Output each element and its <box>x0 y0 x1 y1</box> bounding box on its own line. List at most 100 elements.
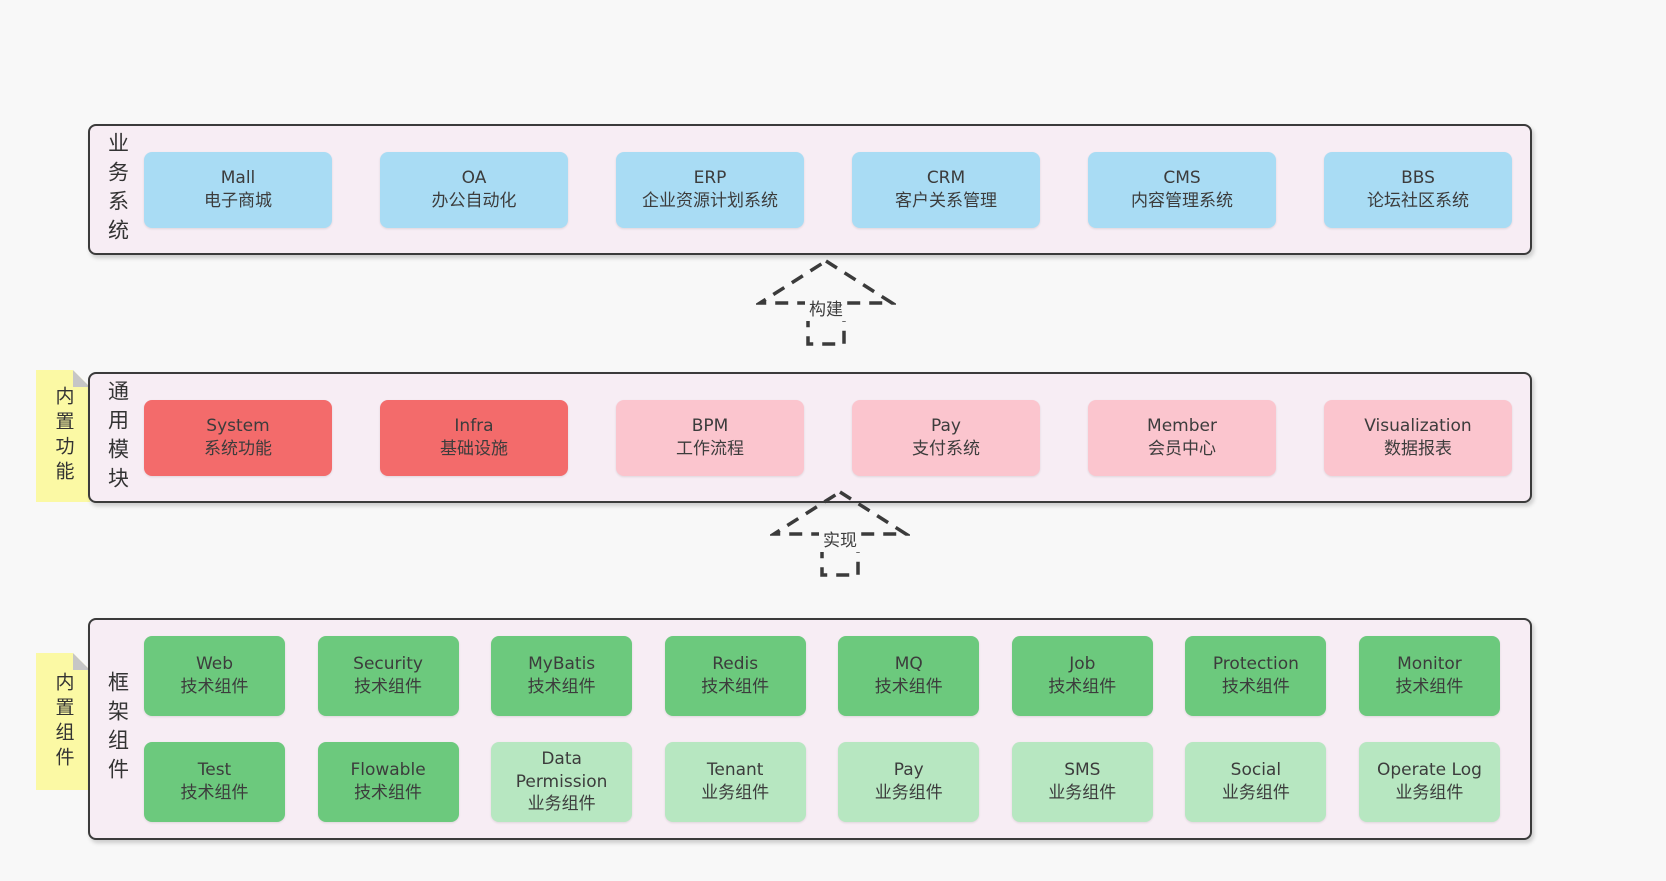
framework-row-2: Test 技术组件 Flowable 技术组件 Data Permission … <box>144 742 1500 822</box>
box-redis: Redis 技术组件 <box>664 636 806 716</box>
box-desc: 内容管理系统 <box>1131 190 1233 211</box>
box-desc: 技术组件 <box>354 783 423 803</box>
box-test: Test 技术组件 <box>144 742 285 822</box>
box-name: Test <box>197 760 232 781</box>
band-common-modules: 通用模块 System 系统功能 Infra 基础设施 BPM 工作流程 Pay… <box>88 372 1532 503</box>
band-business-systems: 业务系统 Mall 电子商城 OA 办公自动化 ERP 企业资源计划系统 CRM… <box>88 124 1532 255</box>
box-name: Infra <box>454 415 494 436</box>
box-flowable: Flowable 技术组件 <box>317 742 459 822</box>
box-desc: 技术组件 <box>180 783 249 803</box>
box-desc: 电子商城 <box>204 190 272 211</box>
box-protection: Protection 技术组件 <box>1185 636 1327 716</box>
box-desc: 业务组件 <box>874 783 943 803</box>
box-desc: 办公自动化 <box>431 190 517 211</box>
box-name: ERP <box>693 167 727 188</box>
box-name: Member <box>1147 415 1217 436</box>
box-name: Operate Log <box>1376 760 1482 781</box>
band-label-business: 业务系统 <box>90 126 144 253</box>
box-name: MQ <box>894 654 923 675</box>
up-arrow-icon <box>756 258 896 346</box>
box-name: Security <box>353 654 423 675</box>
box-monitor: Monitor 技术组件 <box>1358 636 1500 716</box>
box-desc: 基础设施 <box>440 438 508 459</box>
box-name: Pay <box>931 415 961 436</box>
framework-row-1: Web 技术组件 Security 技术组件 MyBatis 技术组件 Redi… <box>144 636 1500 716</box>
box-desc: 企业资源计划系统 <box>642 190 778 211</box>
arrow-label: 实现 <box>819 525 861 552</box>
box-name: Flowable <box>350 760 426 781</box>
box-pay-system: Pay 支付系统 <box>852 399 1040 476</box>
box-infra: Infra 基础设施 <box>380 399 568 476</box>
box-social: Social 业务组件 <box>1185 742 1327 822</box>
box-crm: CRM 客户关系管理 <box>852 151 1040 228</box>
box-name: Tenant <box>706 760 764 781</box>
box-mybatis: MyBatis 技术组件 <box>491 636 633 716</box>
box-oa: OA 办公自动化 <box>380 151 568 228</box>
arrow-build: 构建 <box>756 256 896 348</box>
box-name: BBS <box>1401 167 1435 188</box>
arrow-label: 构建 <box>805 294 847 321</box>
framework-boxes-grid: Web 技术组件 Security 技术组件 MyBatis 技术组件 Redi… <box>144 620 1500 838</box>
box-name: SMS <box>1064 760 1101 781</box>
box-desc: 业务组件 <box>1221 783 1290 803</box>
sticky-note-builtin-components: 内置组件 <box>36 653 90 790</box>
box-desc: 业务组件 <box>1048 783 1117 803</box>
box-desc: 技术组件 <box>701 677 770 697</box>
box-erp: ERP 企业资源计划系统 <box>616 151 804 228</box>
box-name: Mall <box>220 167 256 188</box>
box-data-permission: Data Permission 业务组件 <box>491 742 633 822</box>
box-name: BPM <box>691 415 729 436</box>
box-desc: 会员中心 <box>1148 438 1216 459</box>
box-member: Member 会员中心 <box>1088 399 1276 476</box>
box-desc: 业务组件 <box>527 794 596 815</box>
box-name: Data Permission <box>515 748 608 792</box>
sticky-note-builtin-features: 内置功能 <box>36 370 90 502</box>
box-desc: 技术组件 <box>527 677 596 697</box>
box-name: MyBatis <box>528 654 596 675</box>
box-name: Web <box>195 654 234 675</box>
box-desc: 支付系统 <box>912 438 980 459</box>
box-sms: SMS 业务组件 <box>1011 742 1153 822</box>
common-boxes-row: System 系统功能 Infra 基础设施 BPM 工作流程 Pay 支付系统… <box>144 374 1512 501</box>
box-name: CMS <box>1163 167 1201 188</box>
box-mq: MQ 技术组件 <box>838 636 980 716</box>
box-tenant: Tenant 业务组件 <box>664 742 806 822</box>
box-name: Visualization <box>1364 415 1472 436</box>
box-bbs: BBS 论坛社区系统 <box>1324 151 1512 228</box>
box-cms: CMS 内容管理系统 <box>1088 151 1276 228</box>
box-desc: 技术组件 <box>874 677 943 697</box>
box-desc: 工作流程 <box>676 438 744 459</box>
box-name: Protection <box>1212 654 1299 675</box>
business-boxes-row: Mall 电子商城 OA 办公自动化 ERP 企业资源计划系统 CRM 客户关系… <box>144 126 1512 253</box>
box-mall: Mall 电子商城 <box>144 151 332 228</box>
band-label-common: 通用模块 <box>90 374 144 501</box>
box-job: Job 技术组件 <box>1011 636 1153 716</box>
band-label-text: 框架组件 <box>105 671 130 787</box>
sticky-note-label: 内置组件 <box>52 671 75 772</box>
box-web: Web 技术组件 <box>144 636 285 716</box>
box-desc: 业务组件 <box>1395 783 1464 803</box>
box-operate-log: Operate Log 业务组件 <box>1358 742 1500 822</box>
box-name: Pay <box>893 760 924 781</box>
box-visualization: Visualization 数据报表 <box>1324 399 1512 476</box>
box-security: Security 技术组件 <box>317 636 459 716</box>
box-name: Job <box>1069 654 1096 675</box>
band-label-text: 通用模块 <box>105 379 130 496</box>
box-desc: 技术组件 <box>354 677 423 697</box>
box-desc: 系统功能 <box>204 438 272 459</box>
box-desc: 技术组件 <box>1221 677 1290 697</box>
box-desc: 技术组件 <box>1048 677 1117 697</box>
box-desc: 技术组件 <box>1395 677 1464 697</box>
band-label-text: 业务系统 <box>105 131 130 248</box>
sticky-note-label: 内置功能 <box>52 386 75 486</box>
box-bpm: BPM 工作流程 <box>616 399 804 476</box>
box-pay-component: Pay 业务组件 <box>838 742 980 822</box>
box-name: System <box>206 415 270 436</box>
box-system: System 系统功能 <box>144 399 332 476</box>
box-desc: 论坛社区系统 <box>1367 190 1469 211</box>
up-arrow-icon <box>770 489 910 577</box>
band-label-framework: 框架组件 <box>90 620 144 838</box>
band-framework-components: 框架组件 Web 技术组件 Security 技术组件 MyBatis 技术组件… <box>88 618 1532 840</box>
box-desc: 客户关系管理 <box>895 190 997 211</box>
